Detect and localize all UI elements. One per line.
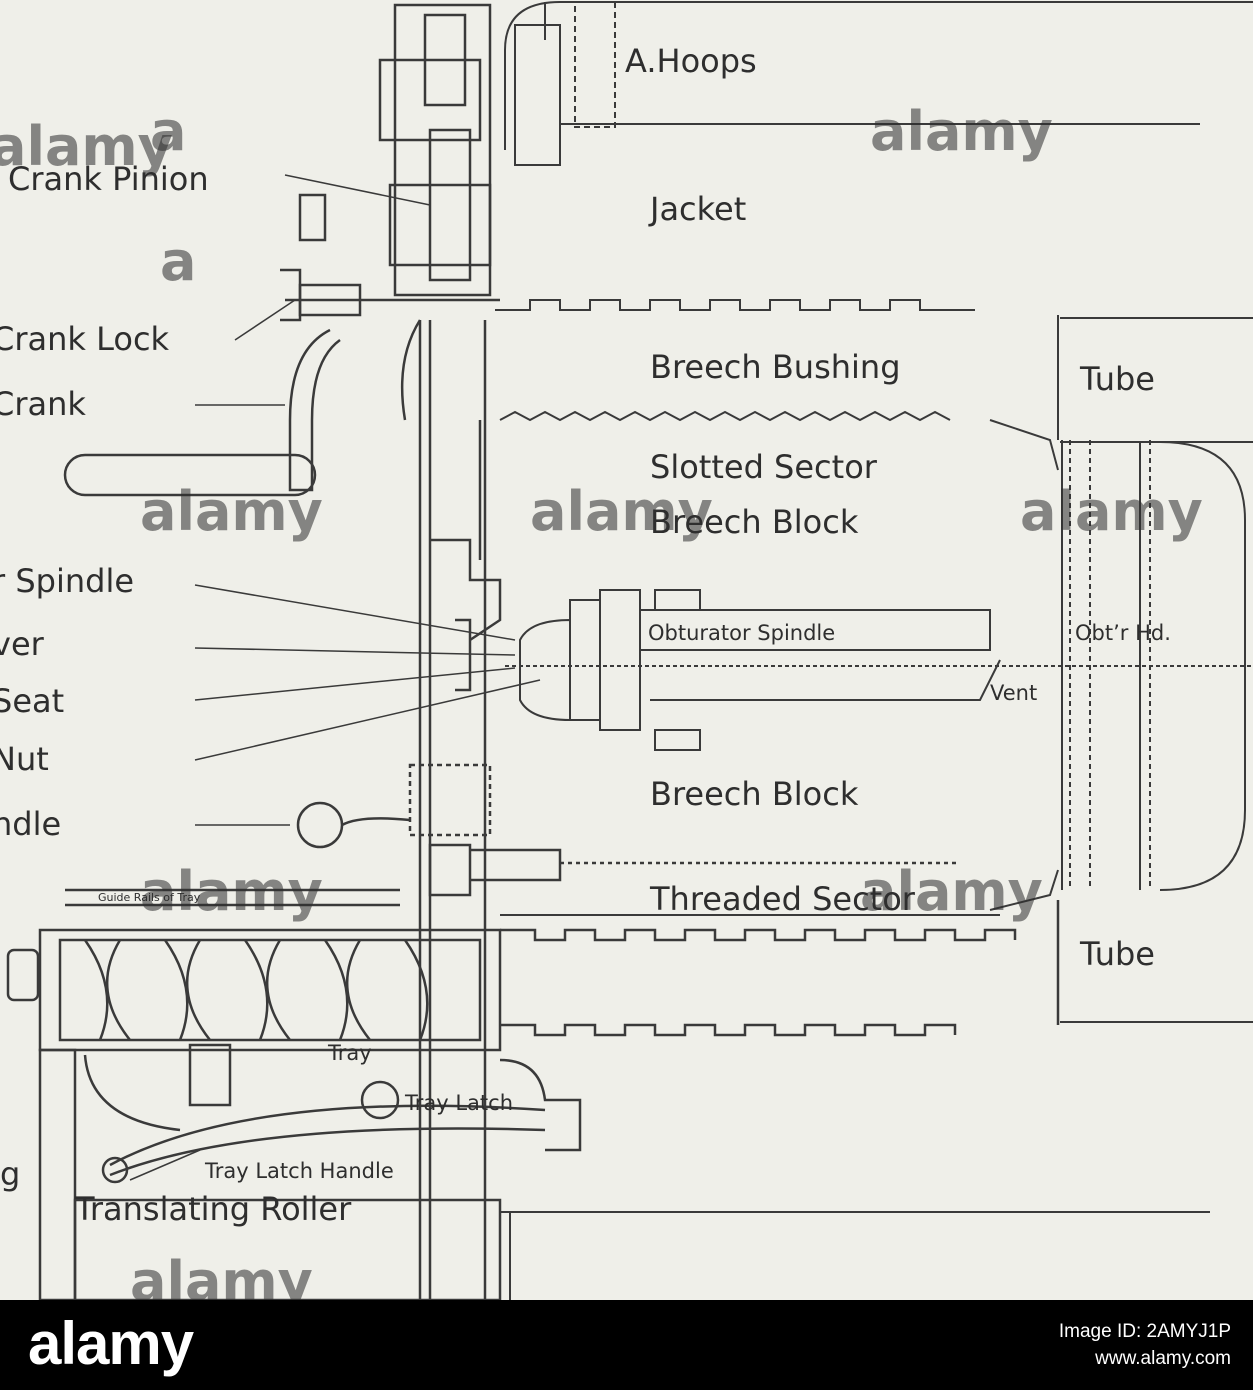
watermark-text: a bbox=[150, 100, 186, 163]
label-crank-pinion: Crank Pinion bbox=[8, 160, 209, 198]
label-tray-latch: Tray Latch bbox=[404, 1091, 513, 1115]
label-breech-block: Breech Block bbox=[650, 775, 859, 813]
watermark-layer: alamy a alamy a alamy alamy alamy alamy … bbox=[0, 100, 1203, 1300]
label-translating-roller: Translating Roller bbox=[74, 1190, 352, 1228]
watermark-text: alamy bbox=[140, 860, 323, 923]
footer-bar: alamy Image ID: 2AMYJ1P www.alamy.com bbox=[0, 1300, 1253, 1390]
footer-site-link[interactable]: www.alamy.com bbox=[1095, 1348, 1231, 1369]
watermark-text: alamy bbox=[130, 1250, 313, 1300]
label-guide-rails: Guide Rails of Tray bbox=[98, 891, 201, 904]
label-handle: ndle bbox=[0, 805, 61, 843]
label-a-hoops: A.Hoops bbox=[625, 42, 757, 80]
label-cut-g: g bbox=[0, 1155, 20, 1193]
label-slotted-sector-block: Breech Block bbox=[650, 503, 859, 541]
text-labels: A.Hoops Jacket Crank Pinion Crank Lock C… bbox=[0, 42, 1171, 1228]
label-crank-lock: Crank Lock bbox=[0, 320, 170, 358]
obturator-part bbox=[505, 589, 1253, 751]
label-seat: Seat bbox=[0, 682, 64, 720]
footer-logo[interactable]: alamy bbox=[28, 1310, 194, 1377]
footer-image-info: Image ID: 2AMYJ1P www.alamy.com bbox=[1059, 1318, 1231, 1372]
a-hoops-part bbox=[504, 1, 616, 166]
watermark-text: alamy bbox=[0, 115, 173, 178]
breech-bushing-part bbox=[495, 299, 1059, 440]
label-jacket: Jacket bbox=[648, 190, 746, 228]
label-breech-bushing: Breech Bushing bbox=[650, 348, 901, 386]
watermark-text: alamy bbox=[870, 100, 1053, 163]
watermark-text: alamy bbox=[140, 480, 323, 543]
mechanism-body bbox=[6, 3, 1060, 1300]
label-slotted-sector: Slotted Sector bbox=[650, 448, 878, 486]
breech-mechanism-diagram: A.Hoops Jacket Crank Pinion Crank Lock C… bbox=[0, 0, 1253, 1300]
label-crank: Crank bbox=[0, 385, 86, 423]
label-obturator-head: Obt’r Hd. bbox=[1075, 621, 1171, 645]
label-tray-latch-handle: Tray Latch Handle bbox=[204, 1159, 394, 1183]
label-obturator-spindle: Obturator Spindle bbox=[648, 621, 835, 645]
watermark-text: alamy bbox=[1020, 480, 1203, 543]
bore-lines bbox=[500, 1, 1253, 1300]
label-threaded-sector: Threaded Sector bbox=[649, 880, 916, 918]
label-vent: Vent bbox=[990, 681, 1037, 705]
label-nut: Nut bbox=[0, 740, 49, 778]
watermark-text: alamy bbox=[860, 860, 1043, 923]
label-tray: Tray bbox=[327, 1041, 372, 1065]
watermark-text: a bbox=[160, 230, 196, 293]
watermark-text: alamy bbox=[530, 480, 713, 543]
label-tube-bottom: Tube bbox=[1079, 935, 1155, 973]
label-spindle: r Spindle bbox=[0, 562, 134, 600]
leader-lines bbox=[129, 174, 541, 1181]
label-tube-top: Tube bbox=[1079, 360, 1155, 398]
footer-image-id: Image ID: 2AMYJ1P bbox=[1058, 1321, 1231, 1342]
label-lever: ver bbox=[0, 625, 45, 663]
